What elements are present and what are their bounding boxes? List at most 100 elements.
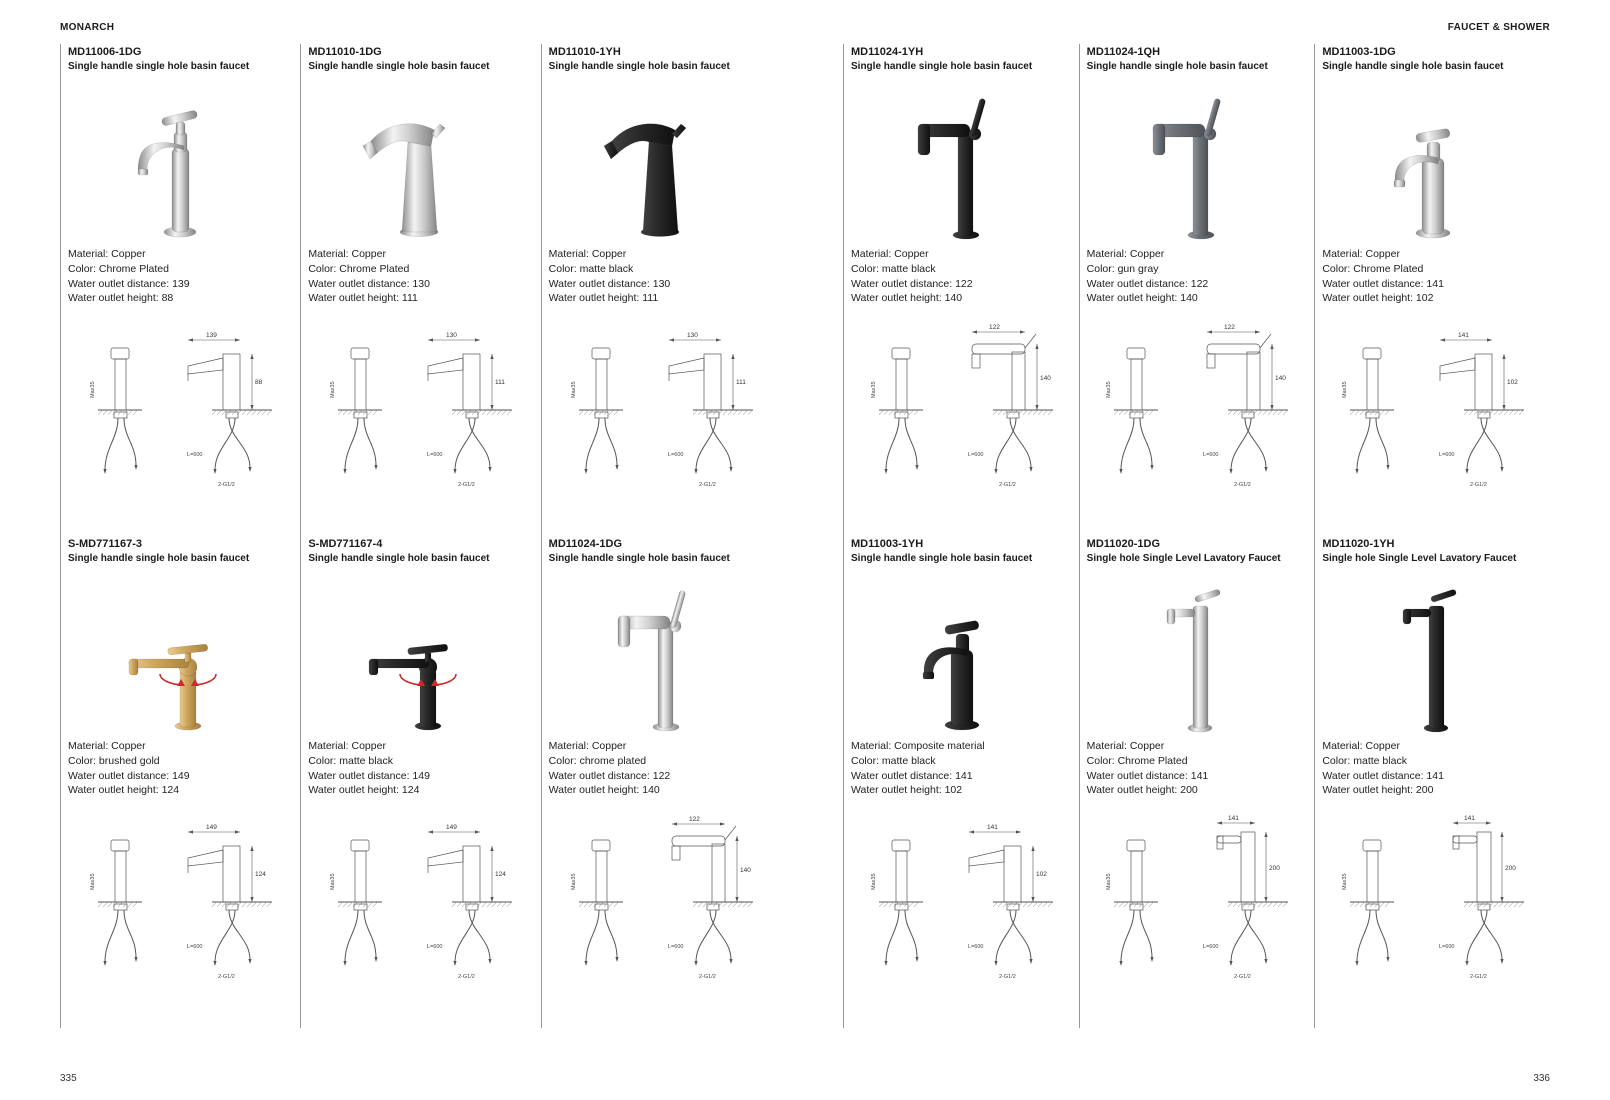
spec-color: Color: matte black <box>1322 754 1407 767</box>
spec-distance: Water outlet distance: 130 <box>548 277 671 290</box>
spec-height: Water outlet height: 140 <box>548 784 660 797</box>
svg-text:102: 102 <box>1036 871 1047 878</box>
spec-material: Material: Copper <box>308 740 386 753</box>
svg-text:200: 200 <box>1505 865 1516 872</box>
product-photo <box>1322 577 1540 735</box>
product-code: MD11003-1YH <box>851 538 924 550</box>
svg-text:141: 141 <box>1458 332 1469 339</box>
svg-text:L=600: L=600 <box>1439 944 1454 950</box>
product-photo <box>1087 85 1305 243</box>
product-code: S-MD771167-4 <box>308 538 383 550</box>
faucet-illustration <box>128 644 217 731</box>
brand: MONARCH <box>60 22 115 33</box>
product-photo <box>549 85 771 243</box>
svg-text:141: 141 <box>1228 815 1239 822</box>
spec-color: Color: matte black <box>851 754 936 767</box>
svg-text:L=600: L=600 <box>187 452 202 458</box>
svg-text:102: 102 <box>1507 379 1518 386</box>
product-specs: Material: Composite material Color: matt… <box>851 739 1069 798</box>
page-left: MONARCH MD11006-1DG Single handle single… <box>60 22 781 1084</box>
spec-height: Water outlet height: 140 <box>1086 292 1198 305</box>
svg-text:130: 130 <box>687 332 698 339</box>
spec-material: Material: Copper <box>851 248 929 261</box>
product-grid-left: MD11006-1DG Single handle single hole ba… <box>60 44 781 1028</box>
product-title-block: MD11024-1DG Single handle single hole ba… <box>549 538 771 565</box>
spec-material: Material: Copper <box>308 248 386 261</box>
spec-color: Color: Chrome Plated <box>1086 754 1188 767</box>
section-title: FAUCET & SHOWER <box>1447 22 1550 33</box>
product-code: MD11024-1DG <box>548 538 623 550</box>
product-photo <box>308 577 530 735</box>
spec-color: Color: chrome plated <box>548 754 647 767</box>
svg-text:2-G1/2: 2-G1/2 <box>218 482 235 488</box>
product-title-block: MD11003-1DG Single handle single hole ba… <box>1322 46 1540 73</box>
svg-text:2-G1/2: 2-G1/2 <box>218 974 235 980</box>
svg-text:L=600: L=600 <box>1203 452 1218 458</box>
product-specs: Material: Copper Color: matte black Wate… <box>308 739 530 798</box>
product-cell: S-MD771167-3 Single handle single hole b… <box>60 536 300 1028</box>
svg-text:Max35: Max35 <box>90 381 96 398</box>
svg-text:2-G1/2: 2-G1/2 <box>999 974 1016 980</box>
spec-material: Material: Copper <box>548 248 627 261</box>
svg-text:2-G1/2: 2-G1/2 <box>699 974 716 980</box>
svg-text:122: 122 <box>689 816 700 823</box>
product-specs: Material: Copper Color: Chrome Plated Wa… <box>1087 739 1305 798</box>
product-photo <box>1087 577 1305 735</box>
svg-text:2-G1/2: 2-G1/2 <box>699 482 716 488</box>
faucet-illustration <box>917 98 986 240</box>
svg-text:2-G1/2: 2-G1/2 <box>458 482 475 488</box>
spec-distance: Water outlet distance: 122 <box>1086 277 1209 290</box>
faucet-illustration <box>603 123 687 238</box>
product-code: MD11020-1DG <box>1086 538 1161 550</box>
spec-material: Material: Copper <box>68 248 146 261</box>
product-title-block: MD11010-1DG Single handle single hole ba… <box>308 46 530 73</box>
svg-text:2-G1/2: 2-G1/2 <box>1234 482 1251 488</box>
product-cell: MD11010-1DG Single handle single hole ba… <box>300 44 540 536</box>
svg-text:Max35: Max35 <box>330 873 336 890</box>
product-title-block: MD11024-1QH Single handle single hole ba… <box>1087 46 1305 73</box>
svg-text:111: 111 <box>495 379 505 386</box>
spec-material: Material: Copper <box>548 740 627 753</box>
product-cell: MD11024-1DG Single handle single hole ba… <box>540 536 781 1028</box>
svg-text:L=600: L=600 <box>668 944 683 950</box>
spec-material: Material: Copper <box>1322 740 1400 753</box>
spec-distance: Water outlet distance: 141 <box>1086 769 1209 782</box>
svg-text:2-G1/2: 2-G1/2 <box>999 482 1016 488</box>
product-title-block: S-MD771167-4 Single handle single hole b… <box>308 538 530 565</box>
svg-text:L=600: L=600 <box>1439 452 1454 458</box>
svg-text:Max35: Max35 <box>871 873 877 890</box>
product-name: Single handle single hole basin faucet <box>68 552 250 564</box>
svg-text:122: 122 <box>1224 324 1235 331</box>
product-specs: Material: Copper Color: brushed gold Wat… <box>68 739 290 798</box>
product-code: S-MD771167-3 <box>68 538 142 550</box>
spec-material: Material: Copper <box>1322 248 1400 261</box>
product-grid-right: MD11024-1YH Single handle single hole ba… <box>843 44 1550 1028</box>
spec-material: Material: Copper <box>68 740 146 753</box>
product-cell: MD11024-1QH Single handle single hole ba… <box>1078 44 1315 536</box>
spec-height: Water outlet height: 124 <box>68 784 180 797</box>
spec-distance: Water outlet distance: 141 <box>1322 769 1444 782</box>
svg-text:140: 140 <box>1275 375 1286 382</box>
product-cell: MD11024-1YH Single handle single hole ba… <box>843 44 1079 536</box>
svg-text:2-G1/2: 2-G1/2 <box>1470 974 1487 980</box>
spec-height: Water outlet height: 124 <box>308 784 420 797</box>
faucet-illustration <box>1393 128 1451 239</box>
svg-text:200: 200 <box>1269 865 1280 872</box>
svg-text:140: 140 <box>1040 375 1051 382</box>
svg-text:2-G1/2: 2-G1/2 <box>458 974 475 980</box>
product-code: MD11020-1YH <box>1322 538 1395 550</box>
faucet-illustration <box>922 620 980 731</box>
svg-text:2-G1/2: 2-G1/2 <box>1470 482 1487 488</box>
svg-text:Max35: Max35 <box>1342 873 1348 890</box>
product-specs: Material: Copper Color: Chrome Plated Wa… <box>308 247 530 306</box>
faucet-illustration <box>1167 589 1221 733</box>
